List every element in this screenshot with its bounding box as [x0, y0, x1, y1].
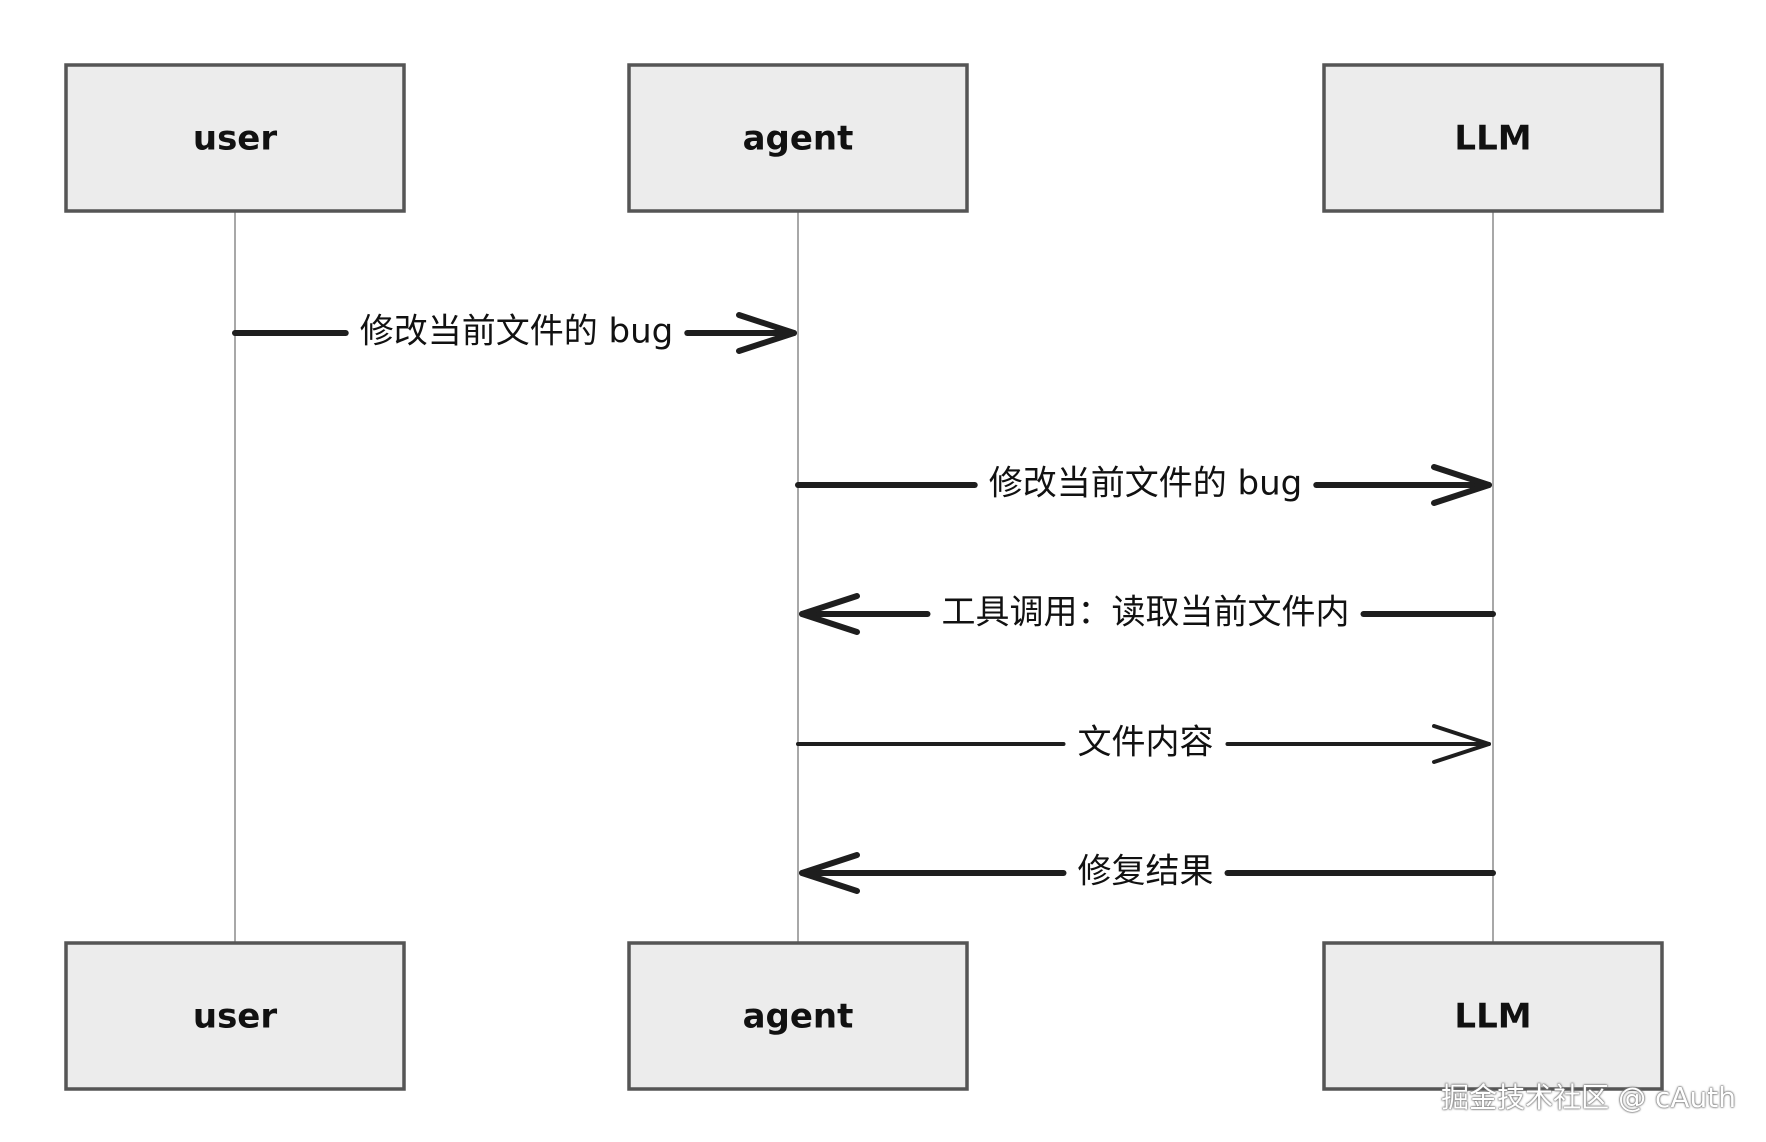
participant-box: [1322, 63, 1664, 213]
arrowhead-icon: [799, 593, 860, 635]
participant-label: LLM: [1454, 997, 1531, 1037]
arrowhead-icon: [1431, 464, 1492, 506]
participant-llm-top: LLM: [1322, 63, 1664, 213]
message-label: 修改当前文件的 bug: [360, 312, 674, 352]
participant-agent-top: agent: [627, 63, 969, 213]
message-5: 修复结果: [799, 852, 1496, 894]
message-label: 修改当前文件的 bug: [989, 464, 1303, 504]
message-label: 修复结果: [1078, 852, 1214, 892]
participant-label: user: [193, 119, 278, 159]
message-label: 文件内容: [1078, 723, 1214, 763]
participant-user-bottom: user: [64, 941, 406, 1091]
message-3: 工具调用：读取当前文件内: [799, 593, 1496, 635]
participant-box: [627, 941, 969, 1091]
message-1: 修改当前文件的 bug: [232, 312, 797, 354]
arrowhead-icon: [736, 312, 797, 354]
participant-label: agent: [743, 997, 854, 1037]
message-4: 文件内容: [796, 723, 1491, 764]
participant-user-top: user: [64, 63, 406, 213]
participant-agent-bottom: agent: [627, 941, 969, 1091]
watermark: 掘金技术社区 @ cAuth: [1441, 1081, 1736, 1114]
participant-label: LLM: [1454, 119, 1531, 159]
participant-label: agent: [743, 119, 854, 159]
participant-box: [64, 63, 406, 213]
message-label: 工具调用：读取当前文件内: [942, 593, 1350, 633]
message-2: 修改当前文件的 bug: [795, 464, 1492, 506]
arrowhead-icon: [1432, 724, 1491, 764]
participant-box: [1322, 941, 1664, 1091]
participant-llm-bottom: LLM: [1322, 941, 1664, 1091]
arrowhead-icon: [799, 852, 860, 894]
participant-label: user: [193, 997, 278, 1037]
participant-box: [627, 63, 969, 213]
messages: 修改当前文件的 bug 修改当前文件的 bug 工具调用：读取当前文件内文件内容修复…: [232, 312, 1496, 894]
participant-box: [64, 941, 406, 1091]
